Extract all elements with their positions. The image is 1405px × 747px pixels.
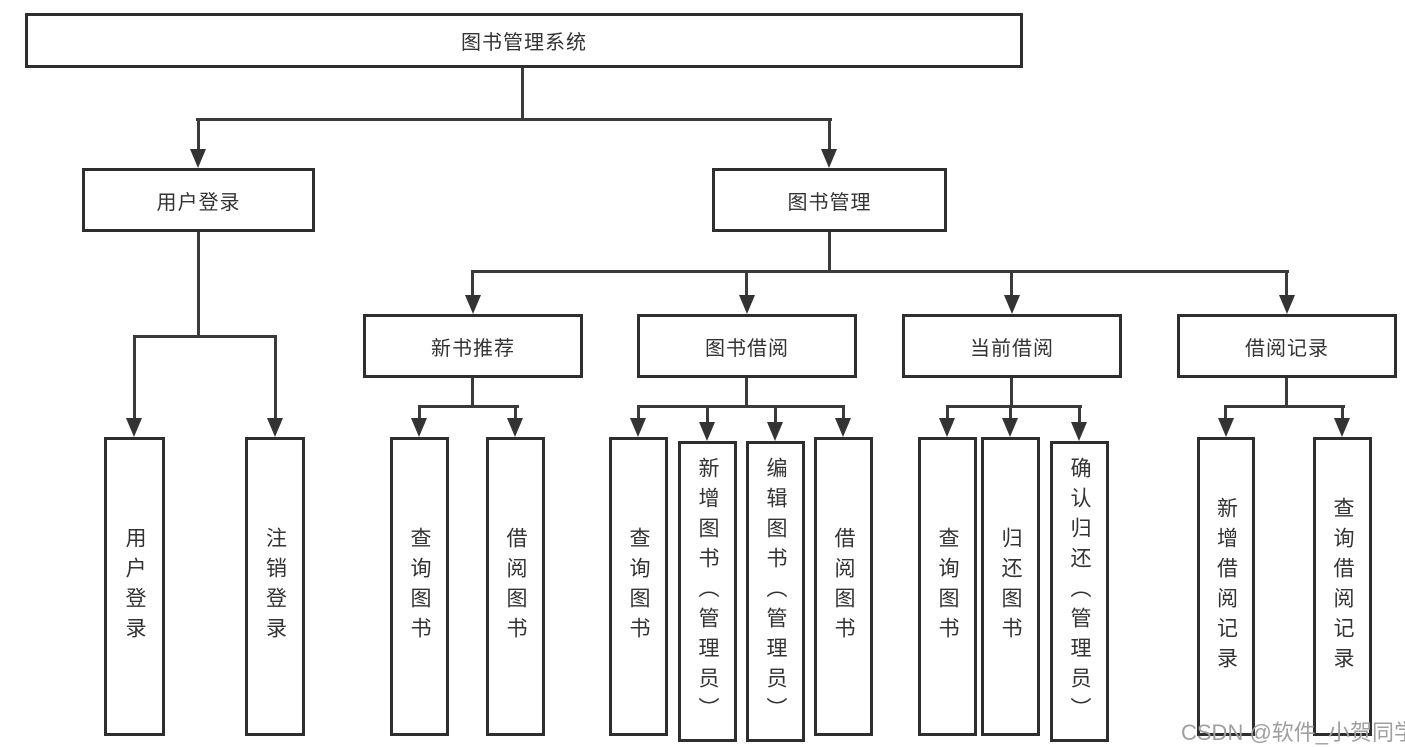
connector-line bbox=[1009, 405, 1012, 421]
leaf-label: 用户登录 bbox=[123, 526, 146, 647]
connector-line bbox=[1078, 405, 1081, 425]
connector-line bbox=[842, 405, 845, 421]
leaf-label: 新增图书（管理员） bbox=[696, 456, 719, 727]
node-label: 用户登录 bbox=[156, 191, 241, 214]
connector-line bbox=[471, 270, 1289, 273]
leaf-add-borrow-record: 新增借阅记录 bbox=[1197, 437, 1255, 736]
connector-line bbox=[1224, 405, 1345, 408]
connector-line bbox=[1285, 270, 1288, 298]
arrowhead-down-icon bbox=[507, 418, 523, 437]
leaf-label: 确认归还（管理员） bbox=[1068, 456, 1091, 727]
connector-line bbox=[197, 118, 200, 152]
node-current-borrowing: 当前借阅 bbox=[902, 314, 1122, 378]
leaf-label: 查询借阅记录 bbox=[1331, 496, 1354, 677]
arrowhead-down-icon bbox=[699, 422, 715, 441]
node-library-system: 图书管理系统 bbox=[25, 13, 1023, 68]
connector-line bbox=[774, 405, 777, 425]
arrowhead-down-icon bbox=[1279, 295, 1295, 314]
connector-line bbox=[1224, 405, 1227, 421]
connector-line bbox=[133, 335, 277, 338]
connector-line bbox=[418, 405, 421, 421]
connector-line bbox=[196, 118, 832, 121]
leaf-query-books-current: 查询图书 bbox=[918, 437, 977, 736]
node-book-management: 图书管理 bbox=[712, 168, 947, 232]
node-borrowing-records: 借阅记录 bbox=[1177, 314, 1397, 378]
leaf-label: 借阅图书 bbox=[832, 526, 855, 647]
leaf-query-books-borrowing: 查询图书 bbox=[609, 437, 668, 736]
leaf-label: 新增借阅记录 bbox=[1214, 496, 1238, 677]
node-book-borrowing: 图书借阅 bbox=[637, 314, 857, 378]
arrowhead-down-icon bbox=[126, 418, 142, 437]
node-new-book-recommend: 新书推荐 bbox=[363, 314, 583, 378]
connector-line bbox=[745, 270, 748, 298]
leaf-label: 编辑图书（管理员） bbox=[764, 456, 787, 727]
arrowhead-down-icon bbox=[1218, 418, 1234, 437]
arrowhead-down-icon bbox=[1071, 422, 1087, 441]
leaf-user-login: 用户登录 bbox=[104, 437, 165, 736]
node-label: 借阅记录 bbox=[1245, 337, 1329, 360]
connector-line bbox=[514, 405, 517, 421]
leaf-confirm-return-admin: 确认归还（管理员） bbox=[1050, 441, 1109, 742]
connector-line bbox=[471, 270, 474, 298]
leaf-query-borrow-record: 查询借阅记录 bbox=[1313, 437, 1372, 736]
arrowhead-down-icon bbox=[767, 422, 783, 441]
leaf-return-books: 归还图书 bbox=[981, 437, 1040, 736]
connector-line bbox=[521, 68, 524, 121]
leaf-label: 借阅图书 bbox=[504, 526, 527, 647]
connector-line bbox=[828, 232, 831, 273]
leaf-logout: 注销登录 bbox=[245, 437, 305, 736]
leaf-add-books-admin: 新增图书（管理员） bbox=[678, 441, 737, 742]
connector-line bbox=[637, 405, 845, 408]
leaf-label: 查询图书 bbox=[627, 526, 650, 647]
connector-line bbox=[133, 335, 136, 422]
node-user-login: 用户登录 bbox=[82, 168, 315, 232]
leaf-query-books-recommend: 查询图书 bbox=[390, 437, 449, 736]
connector-line bbox=[418, 405, 519, 408]
node-label: 当前借阅 bbox=[970, 337, 1054, 360]
leaf-label: 归还图书 bbox=[999, 526, 1022, 647]
arrowhead-down-icon bbox=[411, 418, 427, 437]
node-label: 图书管理 bbox=[787, 191, 872, 214]
connector-line bbox=[1285, 378, 1288, 408]
connector-line bbox=[946, 405, 949, 421]
connector-line bbox=[1010, 378, 1013, 408]
arrowhead-down-icon bbox=[739, 295, 755, 314]
connector-line bbox=[1341, 405, 1344, 421]
leaf-borrow-books-recommend: 借阅图书 bbox=[486, 437, 545, 736]
arrowhead-down-icon bbox=[1334, 418, 1350, 437]
connector-line bbox=[745, 378, 748, 408]
arrowhead-down-icon bbox=[835, 418, 851, 437]
connector-line bbox=[637, 405, 640, 421]
node-label: 图书管理系统 bbox=[461, 32, 587, 54]
connector-line bbox=[706, 405, 709, 425]
leaf-edit-books-admin: 编辑图书（管理员） bbox=[746, 441, 805, 742]
connector-line bbox=[828, 118, 831, 152]
csdn-watermark: CSDN @软件_小贺同学 bbox=[1181, 720, 1405, 745]
leaf-label: 查询图书 bbox=[936, 526, 959, 647]
leaf-label: 注销登录 bbox=[263, 526, 287, 647]
arrowhead-down-icon bbox=[1004, 295, 1020, 314]
arrowhead-down-icon bbox=[939, 418, 955, 437]
connector-line bbox=[274, 335, 277, 422]
connector-line bbox=[197, 232, 200, 337]
connector-line bbox=[1010, 270, 1013, 298]
leaf-borrow-books-borrowing: 借阅图书 bbox=[814, 437, 873, 736]
arrowhead-down-icon bbox=[267, 418, 283, 437]
leaf-label: 查询图书 bbox=[408, 526, 431, 647]
arrowhead-down-icon bbox=[821, 149, 837, 168]
arrowhead-down-icon bbox=[630, 418, 646, 437]
connector-line bbox=[471, 378, 474, 408]
connector-line bbox=[946, 405, 1082, 408]
node-label: 新书推荐 bbox=[431, 337, 515, 360]
arrowhead-down-icon bbox=[465, 295, 481, 314]
arrowhead-down-icon bbox=[190, 149, 206, 168]
node-label: 图书借阅 bbox=[705, 337, 789, 360]
arrowhead-down-icon bbox=[1002, 418, 1018, 437]
